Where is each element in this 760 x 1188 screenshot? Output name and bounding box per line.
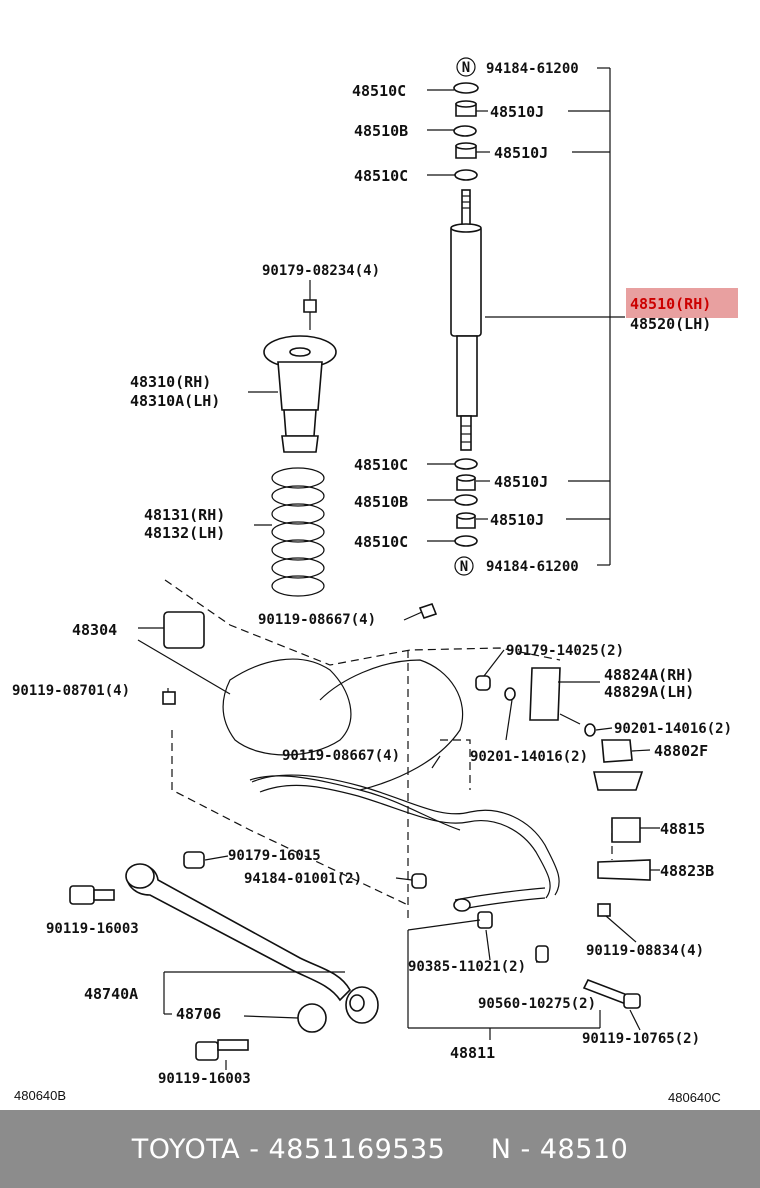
label-48510b-1[interactable]: 48510B [354, 122, 408, 140]
label-90179-14025[interactable]: 90179-14025(2) [506, 643, 624, 659]
leader-lines [137, 89, 660, 1070]
footer-gap [445, 1134, 490, 1165]
footer-part-number: 4851169535 [268, 1133, 446, 1165]
svg-text:N: N [462, 60, 470, 76]
label-48131-rh[interactable]: 48131(RH) [144, 506, 225, 524]
footer-brand: TOYOTA [131, 1133, 241, 1165]
label-48304[interactable]: 48304 [72, 621, 117, 639]
label-90119-08667-b[interactable]: 90119-08667(4) [282, 748, 400, 764]
label-48510j-4[interactable]: 48510J [490, 511, 544, 529]
label-48811[interactable]: 48811 [450, 1044, 495, 1062]
label-48510c-4[interactable]: 48510C [354, 533, 408, 551]
label-90119-16003-b[interactable]: 90119-16003 [158, 1071, 251, 1087]
selected-part-highlight [626, 288, 738, 318]
stabilizer-bar [251, 774, 560, 912]
label-90119-10765[interactable]: 90119-10765(2) [582, 1031, 700, 1047]
suspension-parts-diagram: N N 94184-61200 48510C 48510J 48510B 485… [12, 57, 738, 1105]
label-48510j-2[interactable]: 48510J [494, 144, 548, 162]
label-48510b-2[interactable]: 48510B [354, 493, 408, 511]
label-48510-rh[interactable]: 48510(RH) [630, 295, 711, 313]
label-48706[interactable]: 48706 [176, 1005, 221, 1023]
coil-spring [271, 467, 325, 597]
label-90179-08234[interactable]: 90179-08234(4) [262, 263, 380, 279]
shock-absorber [450, 82, 482, 547]
caption-left: 480640B [14, 1088, 66, 1103]
label-90201-14016-a[interactable]: 90201-14016(2) [614, 721, 732, 737]
label-48510j-1[interactable]: 48510J [490, 103, 544, 121]
label-90119-08701[interactable]: 90119-08701(4) [12, 683, 130, 699]
label-48823b[interactable]: 48823B [660, 862, 714, 880]
footer-separator: - [240, 1133, 269, 1165]
footer-reference: N - 48510 [490, 1133, 629, 1165]
label-90119-08834[interactable]: 90119-08834(4) [586, 943, 704, 959]
hardware [69, 603, 651, 1061]
label-48520-lh[interactable]: 48520(LH) [630, 315, 711, 333]
label-90119-16003-a[interactable]: 90119-16003 [46, 921, 139, 937]
n-mark-bottom: N [454, 556, 474, 576]
shock-group-bracket [485, 67, 625, 566]
label-48802f[interactable]: 48802F [654, 742, 708, 760]
label-48510c-1[interactable]: 48510C [352, 82, 406, 100]
bump-stopper [263, 299, 337, 453]
lateral-rod [125, 863, 379, 1033]
label-90560-10275[interactable]: 90560-10275(2) [478, 996, 596, 1012]
label-90179-16015[interactable]: 90179-16015 [228, 848, 321, 864]
label-48510j-3[interactable]: 48510J [494, 473, 548, 491]
label-94184-01001[interactable]: 94184-01001(2) [244, 871, 362, 887]
label-90119-08667-a[interactable]: 90119-08667(4) [258, 612, 376, 628]
label-48815[interactable]: 48815 [660, 820, 705, 838]
label-48310a-lh[interactable]: 48310A(LH) [130, 392, 220, 410]
label-94184-61200-bottom[interactable]: 94184-61200 [486, 559, 579, 575]
svg-text:N: N [460, 559, 468, 575]
label-48740a[interactable]: 48740A [84, 985, 138, 1003]
part-labels: 94184-61200 48510C 48510J 48510B 48510J … [12, 61, 732, 1087]
label-48510c-2[interactable]: 48510C [354, 167, 408, 185]
label-48132-lh[interactable]: 48132(LH) [144, 524, 225, 542]
part-info-footer: TOYOTA - 4851169535 N - 48510 [0, 1110, 760, 1188]
label-94184-61200-top[interactable]: 94184-61200 [486, 61, 579, 77]
n-mark-top: N [456, 57, 476, 77]
label-90201-14016-b[interactable]: 90201-14016(2) [470, 749, 588, 765]
label-48824a-rh[interactable]: 48824A(RH) [604, 666, 694, 684]
label-48510c-3[interactable]: 48510C [354, 456, 408, 474]
label-48310-rh[interactable]: 48310(RH) [130, 373, 211, 391]
label-90385-11021[interactable]: 90385-11021(2) [408, 959, 526, 975]
caption-right: 480640C [668, 1090, 721, 1105]
label-48829a-lh[interactable]: 48829A(LH) [604, 683, 694, 701]
